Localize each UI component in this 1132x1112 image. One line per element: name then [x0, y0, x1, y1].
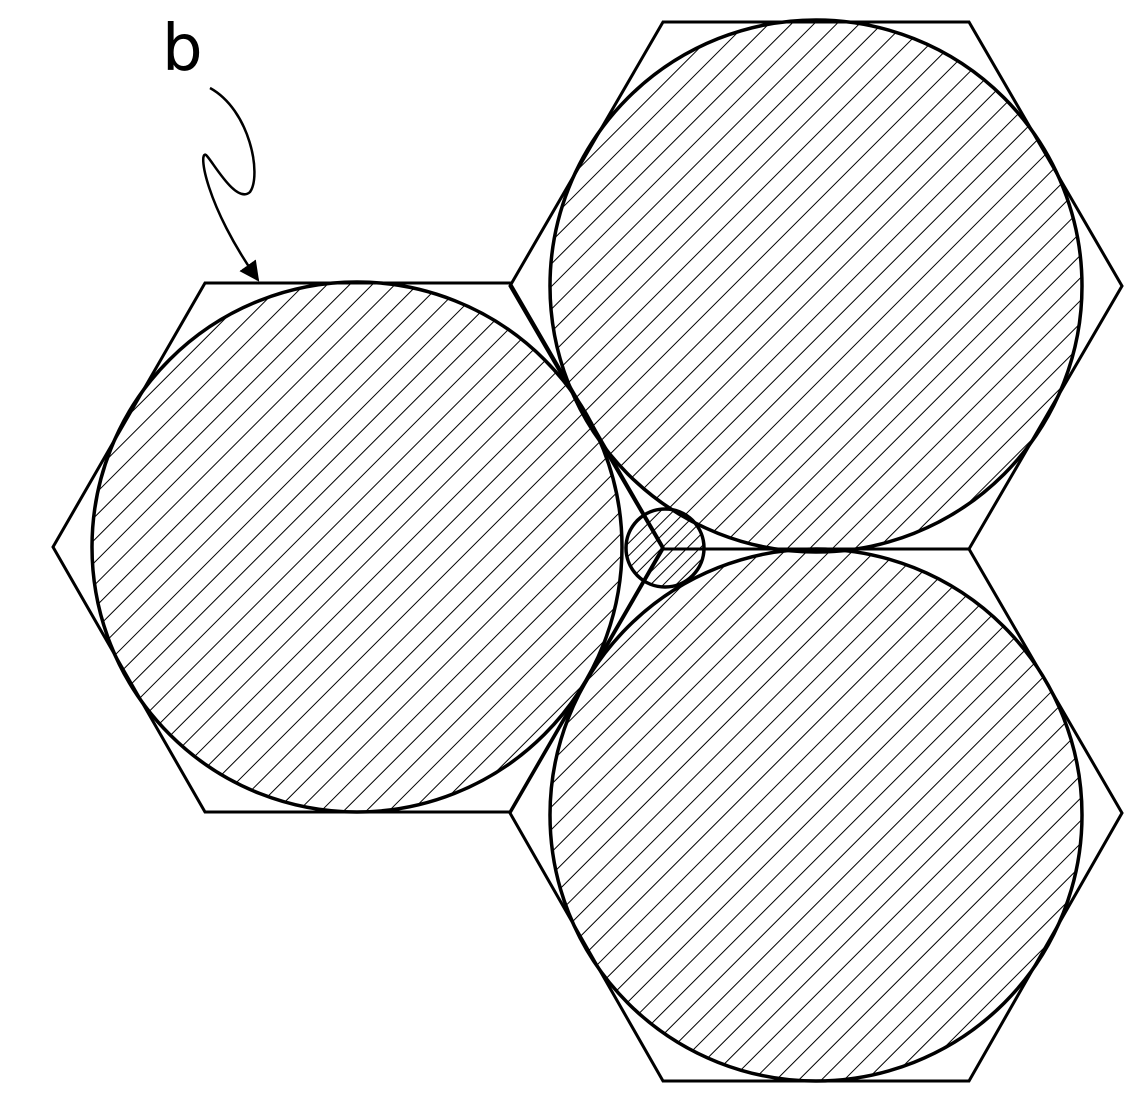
round-wire-left	[92, 282, 622, 812]
round-wire-upper-right	[550, 20, 1082, 552]
center-filler-wire	[626, 509, 704, 587]
round-wire-lower-right	[550, 549, 1082, 1081]
reference-label-b: b	[162, 12, 203, 86]
leader-arrow	[203, 88, 258, 280]
